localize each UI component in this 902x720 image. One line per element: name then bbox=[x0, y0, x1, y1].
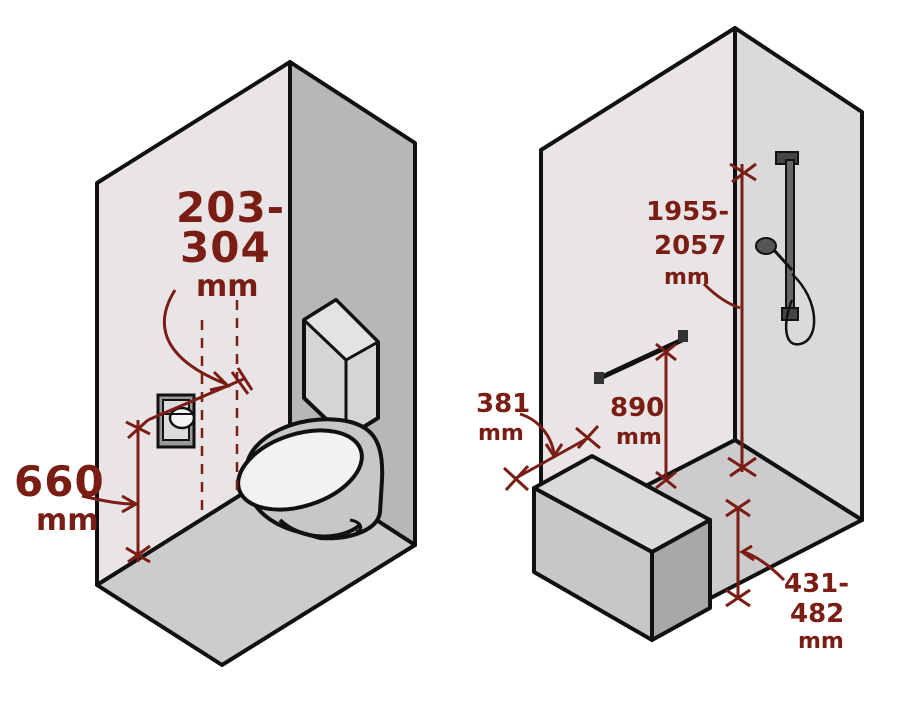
shower-room: 1955- 2057 mm 890 mm 381 mm 431- 482 mm bbox=[476, 26, 864, 654]
toilet bbox=[236, 298, 385, 541]
bench-height-leader bbox=[743, 550, 786, 582]
bench-depth-label-unit: mm bbox=[478, 421, 524, 446]
shower-rail-label-unit: mm bbox=[664, 265, 710, 290]
grab-bar-label-value: 890 bbox=[610, 393, 664, 423]
paper-height-leader bbox=[81, 494, 135, 506]
bench-depth-ticks bbox=[502, 424, 601, 492]
grab-bar-ticks bbox=[655, 342, 677, 490]
paper-clearance-dimension bbox=[147, 376, 247, 422]
paper-height-label-unit: mm bbox=[36, 503, 99, 538]
shower-side-wall bbox=[733, 26, 864, 522]
shower-rail-ticks bbox=[727, 162, 757, 478]
bench-depth-label-value: 381 bbox=[476, 389, 530, 419]
bench-height-label-line1: 431- bbox=[784, 569, 849, 599]
clearance-label-line2: 304 bbox=[180, 223, 271, 272]
shower-bench bbox=[532, 454, 712, 642]
paper-clearance-leader bbox=[162, 289, 227, 386]
shower-rail-label-line2: 2057 bbox=[654, 231, 726, 261]
clearance-label-unit: mm bbox=[196, 269, 259, 304]
bench-height-label-line2: 482 bbox=[790, 599, 844, 629]
shower-rail bbox=[755, 151, 816, 346]
paper-height-label-value: 660 bbox=[14, 457, 105, 506]
bench-depth-dimension bbox=[515, 436, 589, 480]
toilet-room: 203- 304 mm 660 mm bbox=[14, 60, 417, 667]
clearance-label-line1: 203- bbox=[176, 183, 285, 232]
shower-rail-leader bbox=[702, 282, 741, 310]
bench-height-label-unit: mm bbox=[798, 629, 844, 654]
bench-height-ticks bbox=[725, 498, 751, 608]
grab-bar bbox=[594, 330, 688, 384]
bench-depth-leader bbox=[519, 412, 556, 455]
paper-clearance-ticks bbox=[230, 367, 254, 395]
grab-bar-label-unit: mm bbox=[616, 425, 662, 450]
shower-rail-label-line1: 1955- bbox=[646, 197, 729, 227]
paper-height-ticks bbox=[125, 418, 151, 564]
